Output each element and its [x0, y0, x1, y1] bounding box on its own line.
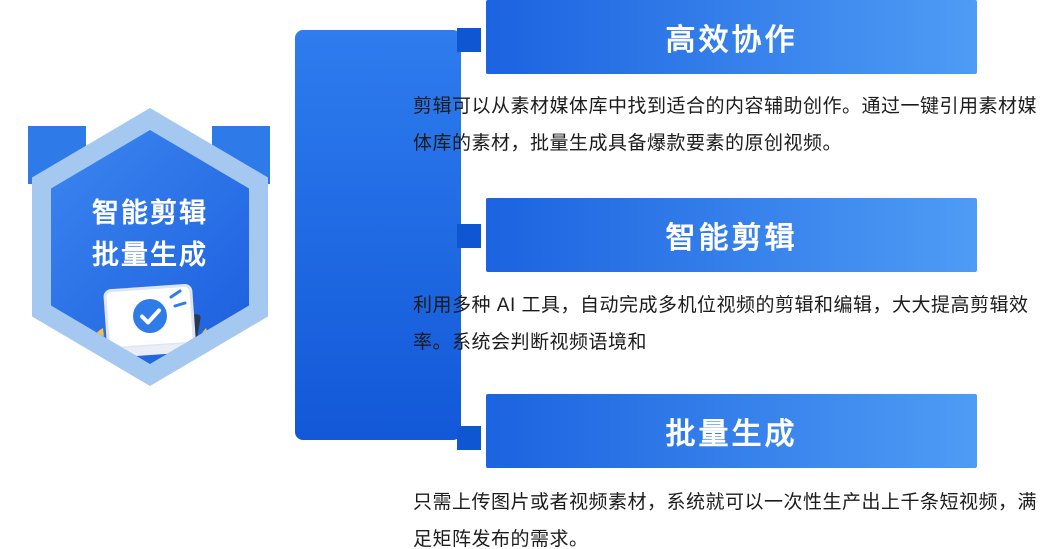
hexagon-title-line2: 批量生成: [92, 240, 208, 270]
section-header-collaboration: 高效协作: [486, 0, 977, 74]
section-connector-2: [457, 224, 481, 248]
section-header-batch-generation: 批量生成: [486, 394, 977, 468]
laptop-check-illustration-svg: [91, 283, 210, 364]
check-badge-icon: [133, 299, 167, 333]
laptop-check-illustration: [75, 278, 225, 364]
section-connector-3: [457, 426, 481, 450]
section-title: 智能剪辑: [665, 222, 798, 255]
hexagon-title: 智能剪辑 批量生成: [51, 192, 249, 276]
section-connector-1: [457, 28, 481, 52]
section-body-batch-generation: 只需上传图片或者视频素材，系统就可以一次性生产出上千条短视频，满足矩阵发布的需求…: [413, 492, 1038, 549]
section-header-smart-editing: 智能剪辑: [486, 198, 977, 272]
section-title: 批量生成: [665, 418, 798, 451]
hexagon-inner: 智能剪辑 批量生成: [51, 130, 249, 364]
section-body-smart-editing: 利用多种 AI 工具，自动完成多机位视频的剪辑和编辑，大大提高剪辑效率。系统会判…: [413, 295, 1029, 353]
hexagon-title-line1: 智能剪辑: [92, 198, 208, 228]
section-title: 高效协作: [665, 24, 798, 57]
timeline-spine: [295, 30, 461, 440]
section-body-collaboration: 剪辑可以从素材媒体库中找到适合的内容辅助创作。通过一键引用素材媒体库的素材，批量…: [413, 96, 1038, 154]
